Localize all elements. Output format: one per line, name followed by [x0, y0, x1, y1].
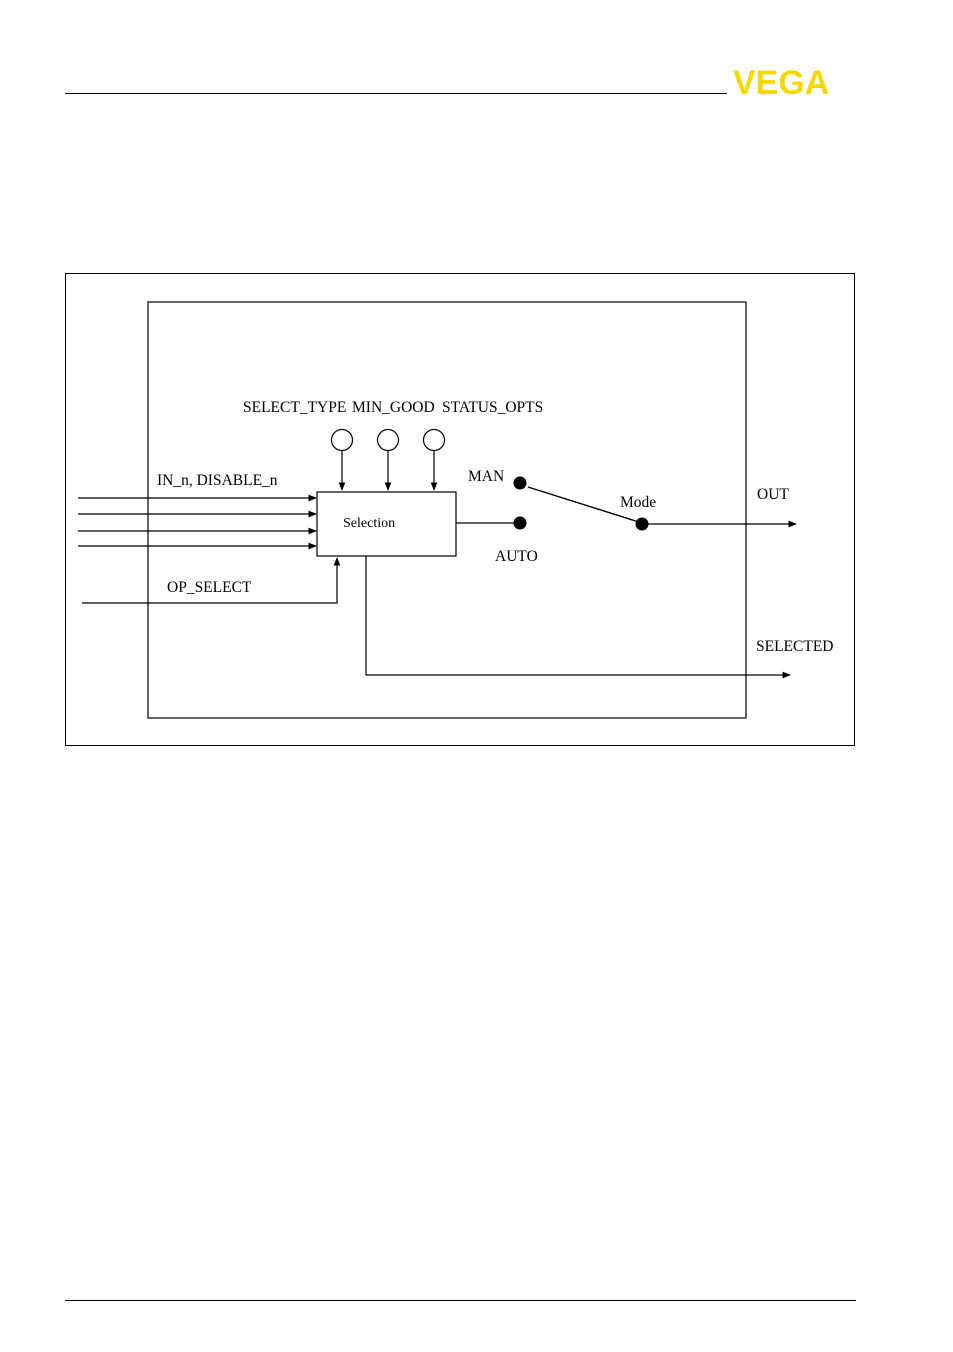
min-good-parameter — [378, 430, 399, 451]
inputs-label: IN_n, DISABLE_n — [157, 472, 278, 489]
op-select-label: OP_SELECT — [167, 579, 252, 596]
selection-block-label: Selection — [343, 516, 395, 531]
status-opts-label: STATUS_OPTS — [442, 399, 543, 416]
footer-rule — [65, 1300, 856, 1301]
min-good-label: MIN_GOOD — [352, 399, 435, 416]
selected-label: SELECTED — [756, 638, 834, 655]
select-type-label: SELECT_TYPE — [243, 399, 346, 416]
auto-label: AUTO — [495, 548, 538, 565]
man-contact — [514, 477, 527, 490]
auto-contact — [514, 517, 527, 530]
status-opts-parameter — [424, 430, 445, 451]
man-label: MAN — [468, 468, 504, 485]
out-label: OUT — [757, 486, 789, 503]
mode-switch-pivot — [636, 518, 649, 531]
mode-label: Mode — [620, 494, 656, 511]
selected-line — [366, 556, 790, 675]
select-type-parameter — [332, 430, 353, 451]
